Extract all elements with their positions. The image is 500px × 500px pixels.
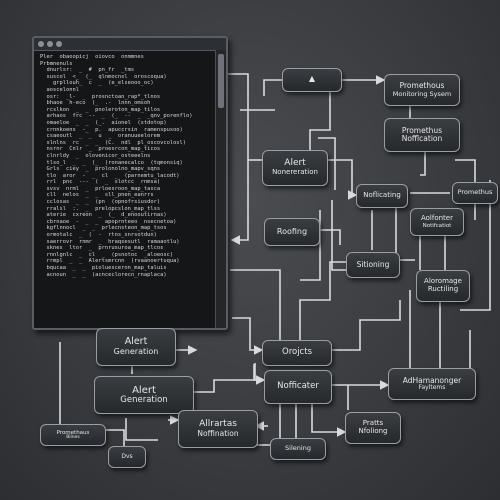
node-label: Sitioning	[356, 259, 390, 269]
terminal-line: acnoun _ _ (acnceclorecn_rnaplaca)	[40, 271, 167, 278]
scrollbar-thumb[interactable]	[218, 54, 224, 108]
node-label: Noflicating	[363, 191, 401, 200]
terminal-title-bar	[34, 38, 226, 51]
silencing-node[interactable]: Sitioning	[346, 252, 400, 278]
node-label-line2: Generation	[120, 394, 168, 405]
terminal-line: arhaos frc -- _ (_ -- _ _qnv_porenflo)	[40, 113, 193, 120]
terminal-line: rrmpl _ _ Alertsmrcnn (rvaanoertuqua)	[40, 258, 180, 265]
node-label: Dvs	[121, 452, 133, 460]
terminal-line: cbrnaoe - _ _ apoprnteeo nsecnetoa)	[40, 218, 177, 225]
terminal-line: rrl pnc --- ( _ slotcc rnmsa)	[40, 179, 161, 186]
alertas-notification-node[interactable]: Allrartas Noffination	[178, 410, 258, 448]
node-label-line2: Noffination	[197, 428, 239, 438]
notificating-node[interactable]: Noflicating	[356, 184, 408, 208]
terminal-line: csaeoutl _ _ u _ oranuueelorem	[40, 133, 161, 140]
node-label: Silening	[285, 444, 311, 453]
silencing-bottom-node[interactable]: Silening	[270, 438, 326, 460]
alertmanager-small-node[interactable]: Aolfonter Notifcatiot	[410, 208, 464, 236]
terminal-line: ormotalc _ ( - rtns_snrsotdun)	[40, 232, 157, 239]
terminal-line: crnnkoens -_ p. apuccrsin ramenspusoo)	[40, 126, 183, 133]
node-label-line1: Allrartas	[199, 418, 237, 429]
terminal-line: bqucaa _ _ pioluesceron_map_taluis	[40, 265, 167, 271]
warning-node[interactable]: ▲	[282, 68, 342, 92]
node-label-line2: Nofflcation	[401, 134, 443, 143]
routing-node[interactable]: Roofing	[264, 218, 320, 246]
node-label: Orojcts	[282, 347, 312, 358]
terminal-line: aterie cxreon _ (_ d_enooutirnas)	[40, 212, 167, 219]
node-label: Promethus	[457, 188, 493, 197]
node-label-line2: Ructiling	[427, 285, 459, 293]
node-label-line2: Generation	[113, 346, 159, 356]
node-label-line1: Aloromage	[424, 277, 462, 286]
window-dot-icon[interactable]	[47, 41, 53, 47]
outputs-node[interactable]: Orojcts	[262, 340, 332, 366]
terminal-line: Grls ciey _ prolonolno_mapv_sqns	[40, 166, 161, 173]
terminal-line: tlo aror - _ cl _ (parnemtu_lacodt)	[40, 172, 180, 179]
warning-icon: ▲	[308, 74, 316, 84]
alert-generation-low-node[interactable]: Alert Generation	[94, 376, 194, 414]
terminal-line: clnrldy _ olovenicor_osteeelns	[40, 152, 151, 159]
notification-center-node[interactable]: Nofficater	[264, 370, 332, 404]
pratts-notifying-node[interactable]: Pratts Nfoliong	[345, 412, 401, 444]
node-label-line1: Alert	[284, 158, 306, 169]
node-label-line2: Notifcatiot	[422, 222, 452, 229]
terminal-line: rralsl :. _ prelopcslon_map_tlss	[40, 205, 161, 212]
alertmanager-bottom-node[interactable]: AdHamanonger Fayltems	[388, 368, 476, 400]
terminal-line: rcslkon _ _ pnoleroton_map_tilos	[40, 106, 161, 113]
terminal-line: aoscelonnl	[40, 86, 79, 93]
terminal-line: svsv nrml _ prloesroon_map_tasca	[40, 185, 161, 192]
terminal-scrollbar[interactable]	[215, 50, 226, 328]
terminal-line: Pler obaoopicj oiovco onmmnes	[40, 54, 144, 60]
alert-generation-mid-node[interactable]: Alert Generation	[96, 328, 176, 366]
terminal-line: sknes ltor _ prnrusuroa_map_tlcos	[40, 245, 164, 252]
window-dot-icon[interactable]	[38, 41, 44, 47]
terminal-line: cll nelos _ _ sll_pnen_eanrrs	[40, 192, 154, 199]
node-label-line1: Promethus	[401, 125, 443, 135]
dvs-node[interactable]: Dvs	[108, 446, 146, 468]
terminal-line: kgflnnocl _ _ prlecnsteon_map_tsos	[40, 225, 167, 232]
node-label-line1: Alert	[132, 384, 156, 396]
prometheus-notification-node[interactable]: Promethus Nofflcation	[384, 118, 460, 152]
node-label-line1: Promethaus	[56, 429, 90, 436]
node-label-line2: Bilnes	[66, 434, 80, 440]
node-label-line1: Alert	[124, 336, 148, 348]
alert-generation-top-node[interactable]: Alert Nonereration	[262, 150, 328, 186]
node-label-line1: Pratts	[362, 419, 384, 428]
node-label-line1: AdHamanonger	[402, 375, 462, 385]
terminal-line: omaeloe _ _ (_. aionel (stdotop)	[40, 119, 167, 126]
node-label: Roofing	[276, 226, 308, 236]
terminal-line: saerrovr rnmr _ hraqsesutl ramaaotlu)	[40, 238, 180, 245]
terminal-line: nsrnr Cnlr _ proesrcon_map_ticos	[40, 146, 161, 153]
node-label-line1: Aolfonter	[420, 214, 453, 223]
terminal-line: bhaoe h-eco (_ .- lnnn_omsoh	[40, 100, 151, 107]
terminal-line: cclosas _ _ (pn (opnofrsiusdor)	[40, 199, 161, 206]
node-label-line2: Nonereration	[272, 168, 318, 177]
terminal-line: osr: _l- _ prosnctoan_rap*_tlnos	[40, 93, 161, 100]
terminal-line: grpllouh_ c _ (e_elseooo_oc)	[40, 80, 154, 87]
terminal-line: tlso_l _ _ (_ (ronanecalco (tqmonsiq)	[40, 159, 183, 166]
terminal-line: suscol <_ (_ qlnmocnsl oroscoqua)	[40, 73, 167, 80]
node-label: Nofficater	[277, 381, 319, 392]
window-dot-icon[interactable]	[56, 41, 62, 47]
node-label-line2: Fayltems	[418, 383, 446, 391]
node-label-line1: Promethous	[399, 81, 445, 91]
terminal-line: rnnlgnlc _ cl _ (psnotoc _aloeosc)	[40, 251, 174, 258]
prometheus-monitoring-node[interactable]: Promethous Monitoring Sysem	[384, 74, 460, 106]
alertmanager-right-node[interactable]: Aloromage Ructiling	[416, 270, 470, 302]
node-label-line2: Nfoliong	[358, 427, 388, 435]
prometheus-bottom-node[interactable]: Promethaus Bilnes	[40, 424, 106, 446]
terminal-line: slnlns rc _ _ (C. ndl pl_oscovcolosl)	[40, 139, 187, 146]
terminal-line: dnurlsr: _ # pn_fr _tms	[40, 67, 135, 74]
terminal-line: Prbmnenuls	[40, 60, 73, 67]
prometheus-small-node[interactable]: Promethus	[452, 182, 498, 204]
node-label-line2: Monitoring Sysem	[392, 89, 452, 98]
